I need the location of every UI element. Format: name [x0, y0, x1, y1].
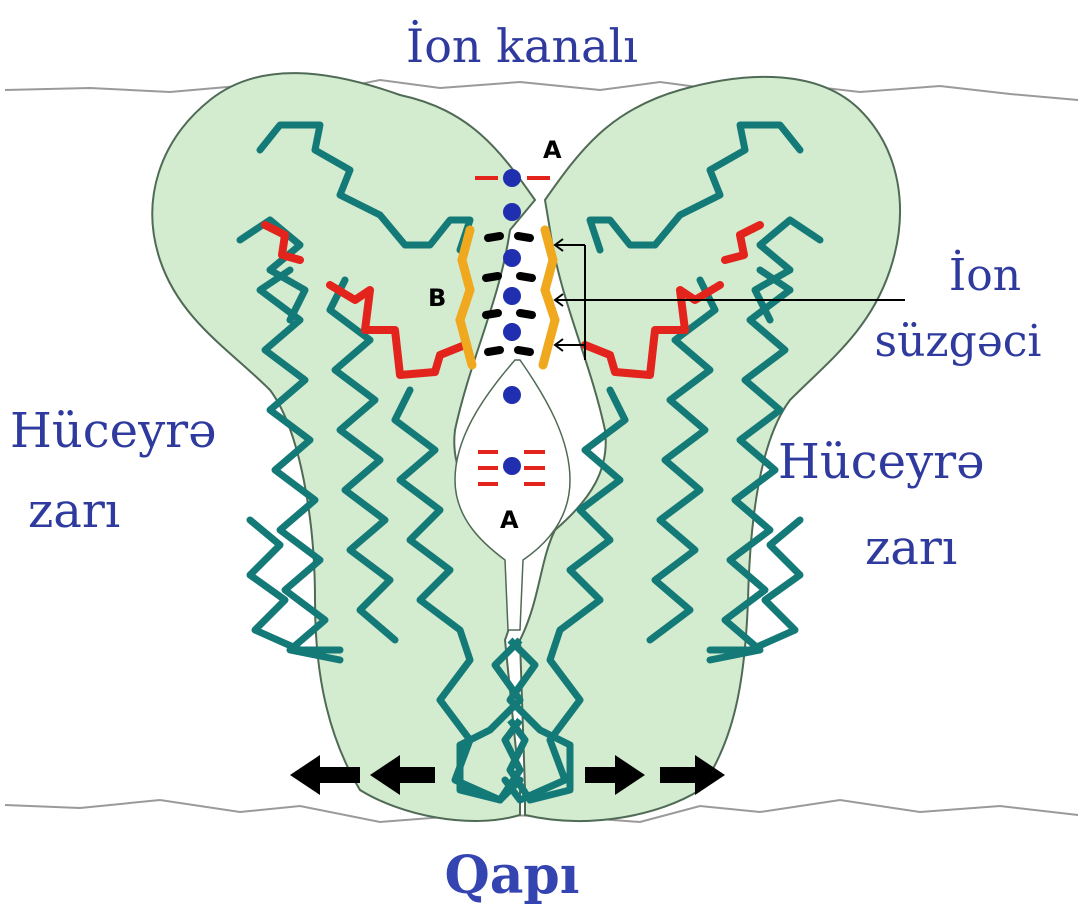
filter-label-line1: İon: [949, 248, 1021, 301]
carbonyl-marker: [520, 276, 532, 278]
marker-a-top: A: [543, 136, 562, 164]
ion: [503, 323, 521, 341]
carbonyl-marker: [518, 350, 530, 352]
carbonyl-marker: [488, 350, 500, 352]
membrane-top-line: [5, 80, 1078, 100]
membrane-left-label-line2: zarı: [28, 483, 120, 539]
ion: [503, 457, 521, 475]
carbonyl-marker: [520, 313, 532, 315]
membrane-left-label-line1: Hüceyrə: [10, 403, 217, 459]
ion: [503, 287, 521, 305]
membrane-right-label-line1: Hüceyrə: [778, 434, 985, 490]
filter-label-line2: süzgəci: [874, 316, 1041, 367]
carbonyl-marker: [486, 313, 498, 315]
membrane-right-label-line2: zarı: [865, 520, 957, 576]
carbonyl-marker: [488, 236, 500, 238]
diagram-title: İon kanalı: [406, 18, 638, 73]
ion: [503, 386, 521, 404]
carbonyl-marker: [518, 236, 530, 238]
filter-wall-right: [543, 230, 555, 365]
gate-label: Qapı: [444, 845, 579, 906]
carbonyl-marker: [486, 276, 498, 278]
marker-a-bottom: A: [500, 506, 519, 534]
ion: [503, 249, 521, 267]
marker-b: B: [428, 284, 446, 312]
ion: [503, 203, 521, 221]
ion: [503, 169, 521, 187]
